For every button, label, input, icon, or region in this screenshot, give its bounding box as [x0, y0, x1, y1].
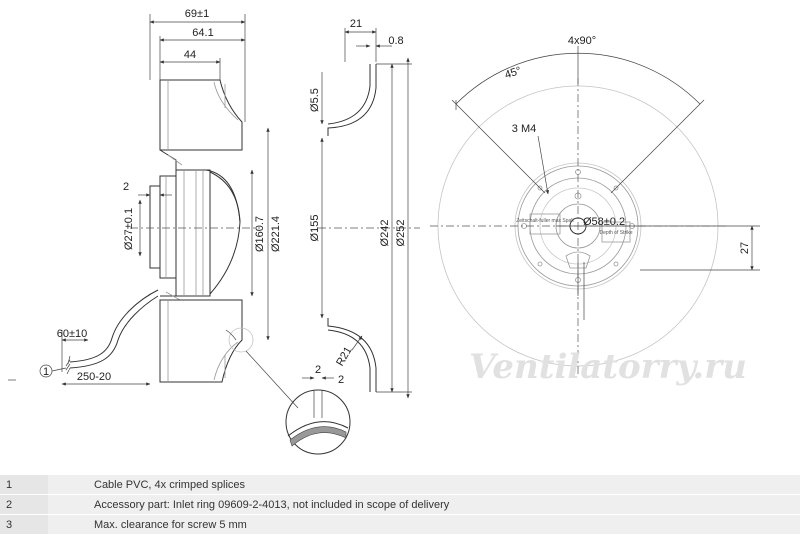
dimension-lines	[61, 14, 412, 399]
dim-width-21: 21	[350, 18, 362, 30]
legend-num: 1	[0, 475, 48, 495]
technical-drawing: Zeitschalt-fuller max Spalt Depth of Str…	[8, 8, 760, 455]
dimension-labels: 69±1 64.1 44 2 Ø27±0.1 Ø160.7 Ø221.4 21 …	[57, 8, 751, 386]
legend-row: 3 Max. clearance for screw 5 mm	[0, 514, 800, 535]
dim-width-44: 44	[184, 49, 196, 61]
dim-screw: 3 M4	[512, 123, 536, 135]
dim-radius-21: R21	[334, 345, 354, 368]
hub-sticker-left: Zeitschalt-fuller max Spalt	[516, 218, 574, 224]
dim-width-64: 64.1	[192, 27, 213, 39]
legend-text: Max. clearance for screw 5 mm	[48, 514, 800, 535]
legend-row: 2 Accessory part: Inlet ring 09609-2-401…	[0, 494, 800, 515]
legend-num: 3	[0, 514, 48, 535]
side-view	[65, 79, 260, 383]
detail-bubble	[245, 350, 351, 455]
dim-gap-2: 2	[123, 181, 129, 193]
dim-hub-dia: Ø58±0.2	[583, 216, 625, 228]
dim-cable-250: 250-20	[77, 371, 111, 383]
dim-dia-155: Ø155	[309, 215, 321, 242]
dim-width-total: 69±1	[185, 8, 209, 20]
dim-cable-60: 60±10	[57, 328, 88, 340]
legend-text: Accessory part: Inlet ring 09609-2-4013,…	[48, 494, 800, 515]
legend-row: 1 Cable PVC, 4x crimped splices	[0, 475, 800, 495]
dim-dia-252: Ø252	[395, 220, 407, 247]
dim-dia-242: Ø242	[379, 220, 391, 247]
dim-detail-2b: 2	[338, 374, 344, 386]
dim-dia-5-5: Ø5.5	[309, 88, 321, 112]
legend-text: Cable PVC, 4x crimped splices	[48, 475, 800, 495]
dim-dia-160: Ø160.7	[254, 216, 266, 252]
dim-dia-27: Ø27±0.1	[123, 208, 135, 250]
callout-label: 1	[43, 366, 49, 378]
dim-angle-4x90: 4x90°	[568, 35, 596, 47]
watermark: Ventilatorry.ru	[469, 347, 747, 387]
hub-sticker-right: Depth of Strike	[599, 230, 632, 236]
dim-dia-221: Ø221.4	[270, 216, 282, 252]
front-view: Zeitschalt-fuller max Spalt Depth of Str…	[430, 46, 760, 374]
dim-angle-45: 45°	[503, 65, 523, 82]
dim-detail-2a: 2	[315, 364, 321, 376]
dim-thickness-08: 0.8	[388, 35, 403, 47]
callout-1: 1	[8, 364, 67, 381]
dim-offset-27: 27	[739, 242, 751, 254]
legend-table: 1 Cable PVC, 4x crimped splices 2 Access…	[0, 475, 800, 535]
legend-num: 2	[0, 494, 48, 515]
